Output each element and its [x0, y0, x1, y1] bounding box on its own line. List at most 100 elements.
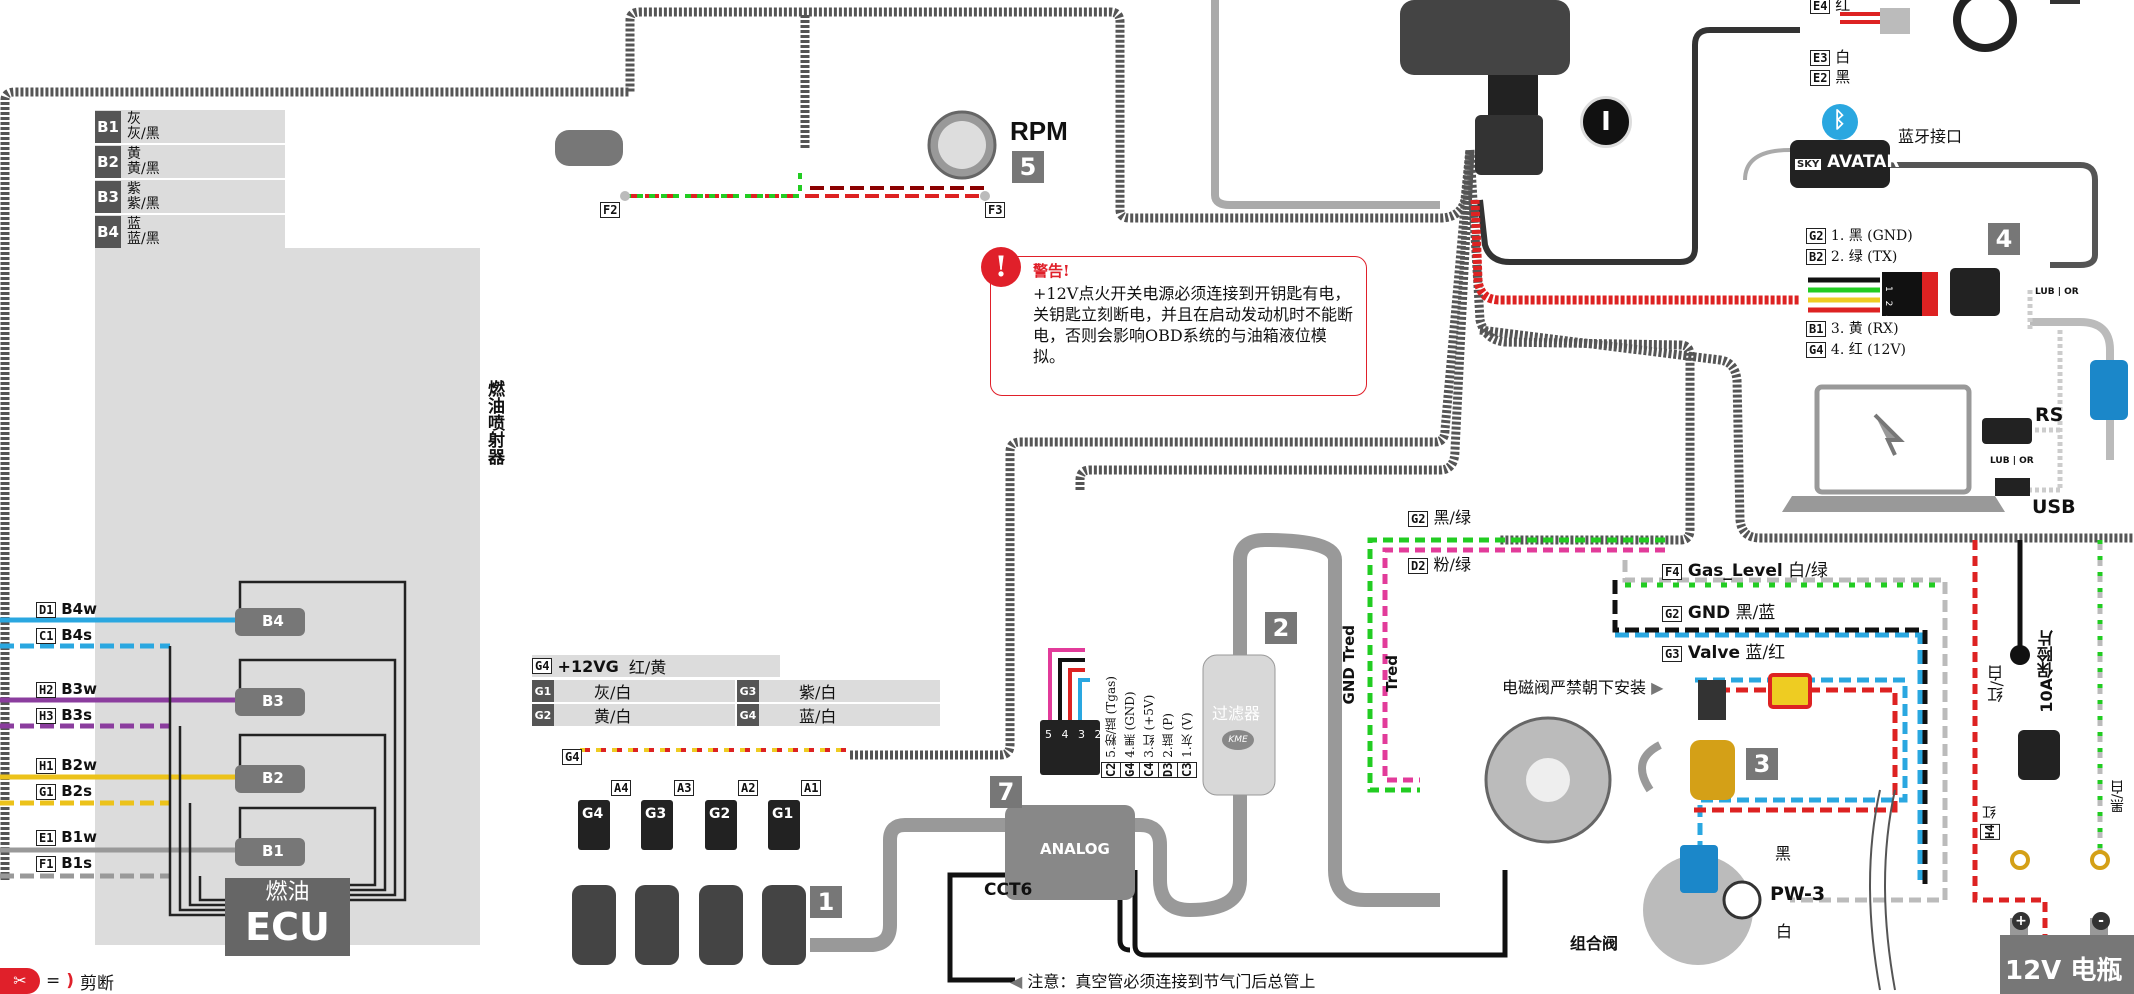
level-wire-label: G2 GND 黑/蓝 [1662, 598, 1775, 623]
fuel-ecu: 燃油 ECU [225, 880, 350, 948]
pc-lub-or: LUB | OR [1990, 456, 2034, 466]
injector-code: B3 [95, 180, 121, 213]
injector-color-black: 蓝/黑 [127, 230, 160, 247]
battery-label: 12V 电瓶 [2005, 956, 2123, 986]
wire-label: E2 黑 [1810, 66, 1850, 87]
sensor-pins: C3 1.灰 (V) D3 2.蓝 (P) C4 3.红 (+5V) G4 4.… [1101, 640, 1197, 778]
connector-4-pin-numbers: 1 2 3 4 [1883, 286, 1893, 339]
sensor-pin: D3 2.蓝 (P) [1158, 640, 1178, 778]
warning-body: +12V点火开关电源必须连接到开钥匙有电，关钥匙立刻断电，并且在启动发动机时不能… [1033, 284, 1354, 366]
wire-label: C1 B4s [36, 626, 92, 644]
filter-label: 过滤器 [1212, 704, 1261, 723]
map-sensor-label: ANALOG [1040, 840, 1110, 858]
injector-code: B1 [95, 110, 121, 143]
petrol-injector-b1: B1 [262, 842, 284, 860]
level-wire-label: G3 Valve 蓝/红 [1662, 638, 1785, 663]
ignition-tag-right: F3 [985, 202, 1006, 218]
injector-color: 紫 [127, 180, 141, 197]
pw3-label: PW-3 [1770, 883, 1826, 905]
gas-wire-label: D2 粉/绿 [1408, 551, 1471, 575]
gas-injector-plug-g1: G1 [772, 806, 794, 822]
connector-4-lub-or: LUB | OR [2035, 287, 2079, 297]
warning-title: 警告! [1033, 262, 1070, 280]
vacuum-note: ◀ 注意：真空管必须连接到节气门后总管上 [1010, 972, 1316, 991]
injector-color-table: B1 灰 灰/黑 B2 黄 黄/黑 B3 紫 紫/黑 B4 蓝 蓝/黑 [95, 110, 285, 248]
table-row: B4 蓝 蓝/黑 [95, 215, 285, 248]
sky-avatar-logo: SKY AVATAR [1795, 152, 1900, 172]
injector-code: B4 [95, 215, 121, 248]
usb-label: USB [2032, 496, 2076, 518]
ignition-tag-left: F2 [600, 202, 621, 218]
warning-icon: ! [981, 247, 1021, 287]
black-white-label: 黑/白 [2110, 780, 2126, 813]
gas-supply-row: G4 +12VG 红/黄 [532, 655, 780, 677]
minus-terminal: - [2092, 912, 2110, 930]
gas-injector-a-tag: A2 [738, 780, 759, 796]
rs-label: RS [2035, 404, 2064, 426]
controller-marker: I [1580, 96, 1632, 148]
level-wire-label: F4 Gas_Level 白/绿 [1662, 556, 1828, 581]
connector-4-pin: G2 1. 黑 (GND) [1806, 225, 1913, 245]
connector-4-pin: G4 4. 红 (12V) [1806, 339, 1906, 359]
scissors-icon: ✂ [0, 968, 40, 994]
gas-injector-a-tag: A1 [801, 780, 822, 796]
sensor-pin: C2 5.粉/蓝 (Tgas) [1101, 640, 1121, 778]
gas-injector-plug-g2: G2 [709, 806, 731, 822]
wire-label: H3 B3s [36, 706, 92, 724]
fuse-label: 10A保险片 [2037, 630, 2056, 713]
petrol-injector-b4: B4 [262, 612, 284, 630]
fuel-injector-vertical-label: 燃油喷射器 [484, 380, 504, 465]
ecu-line2: ECU [245, 905, 330, 949]
rpm-number: 5 [1012, 151, 1044, 183]
solenoid-note: 电磁阀严禁朝下安装 ▶ [1502, 678, 1664, 697]
petrol-injector-b3: B3 [262, 692, 284, 710]
injector-panel [95, 248, 480, 945]
wire-label: F1 B1s [36, 854, 92, 872]
red-white-label: 红/白 [1987, 665, 2006, 703]
legend-text: 剪断 [80, 973, 115, 994]
injector-color-black: 黄/黑 [127, 160, 160, 177]
main-harness [0, 7, 2134, 880]
wire-label: G1 B2s [36, 782, 92, 800]
rpm-label: RPM [1010, 116, 1068, 146]
gas-injector-number: 1 [810, 886, 842, 918]
wire-label: H1 B2w [36, 756, 97, 774]
table-row: B3 紫 紫/黑 [95, 180, 285, 213]
wire-label: E1 B1w [36, 828, 97, 846]
injector-code: B2 [95, 145, 121, 178]
filter-number: 2 [1265, 612, 1297, 644]
petrol-injector-b2: B2 [262, 769, 284, 787]
sensor-pin: C3 1.灰 (V) [1177, 640, 1197, 778]
wire-label: H2 B3w [36, 680, 97, 698]
injector-color: 蓝 [127, 215, 141, 232]
tred-label: Tred [1383, 655, 1401, 692]
map-sensor-number: 7 [990, 776, 1022, 808]
sensor-pin: C4 3.红 (+5V) [1139, 640, 1159, 778]
kme-logo: KME [1222, 730, 1254, 750]
injector-color: 灰 [127, 110, 141, 127]
gas-injector-top-tag: G4 [562, 749, 583, 765]
gas-injector-plug-g3: G3 [645, 806, 667, 822]
cct-label: CCT6 [984, 880, 1033, 900]
wire-label: E3 白 [1810, 46, 1850, 67]
gas-wire-label: G2 黑/绿 [1408, 504, 1471, 528]
table-row: B1 灰 灰/黑 [95, 110, 285, 143]
gas-injector-plug-g4: G4 [582, 806, 604, 822]
connector-4-pin: B1 3. 黄 (RX) [1806, 318, 1899, 338]
injector-color: 黄 [127, 145, 141, 162]
pw3-black-label: 黑 [1775, 844, 1792, 863]
divider [2050, 0, 2080, 4]
sensor-pin-numbers: 5 4 3 2 1 [1045, 728, 1121, 741]
cut-mark-icon: ) [66, 971, 75, 991]
bluetooth-icon: ᛒ [1833, 108, 1847, 133]
table-row: B2 黄 黄/黑 [95, 145, 285, 178]
connector-4-pin: B2 2. 绿 (TX) [1806, 246, 1897, 266]
gnd-tred-label: GND Tred [1340, 625, 1358, 705]
warning-box: ! 警告! +12V点火开关电源必须连接到开钥匙有电，关钥匙立刻断电，并且在启动… [981, 247, 1367, 396]
h4-red-label: H4 红 [1980, 805, 2000, 840]
